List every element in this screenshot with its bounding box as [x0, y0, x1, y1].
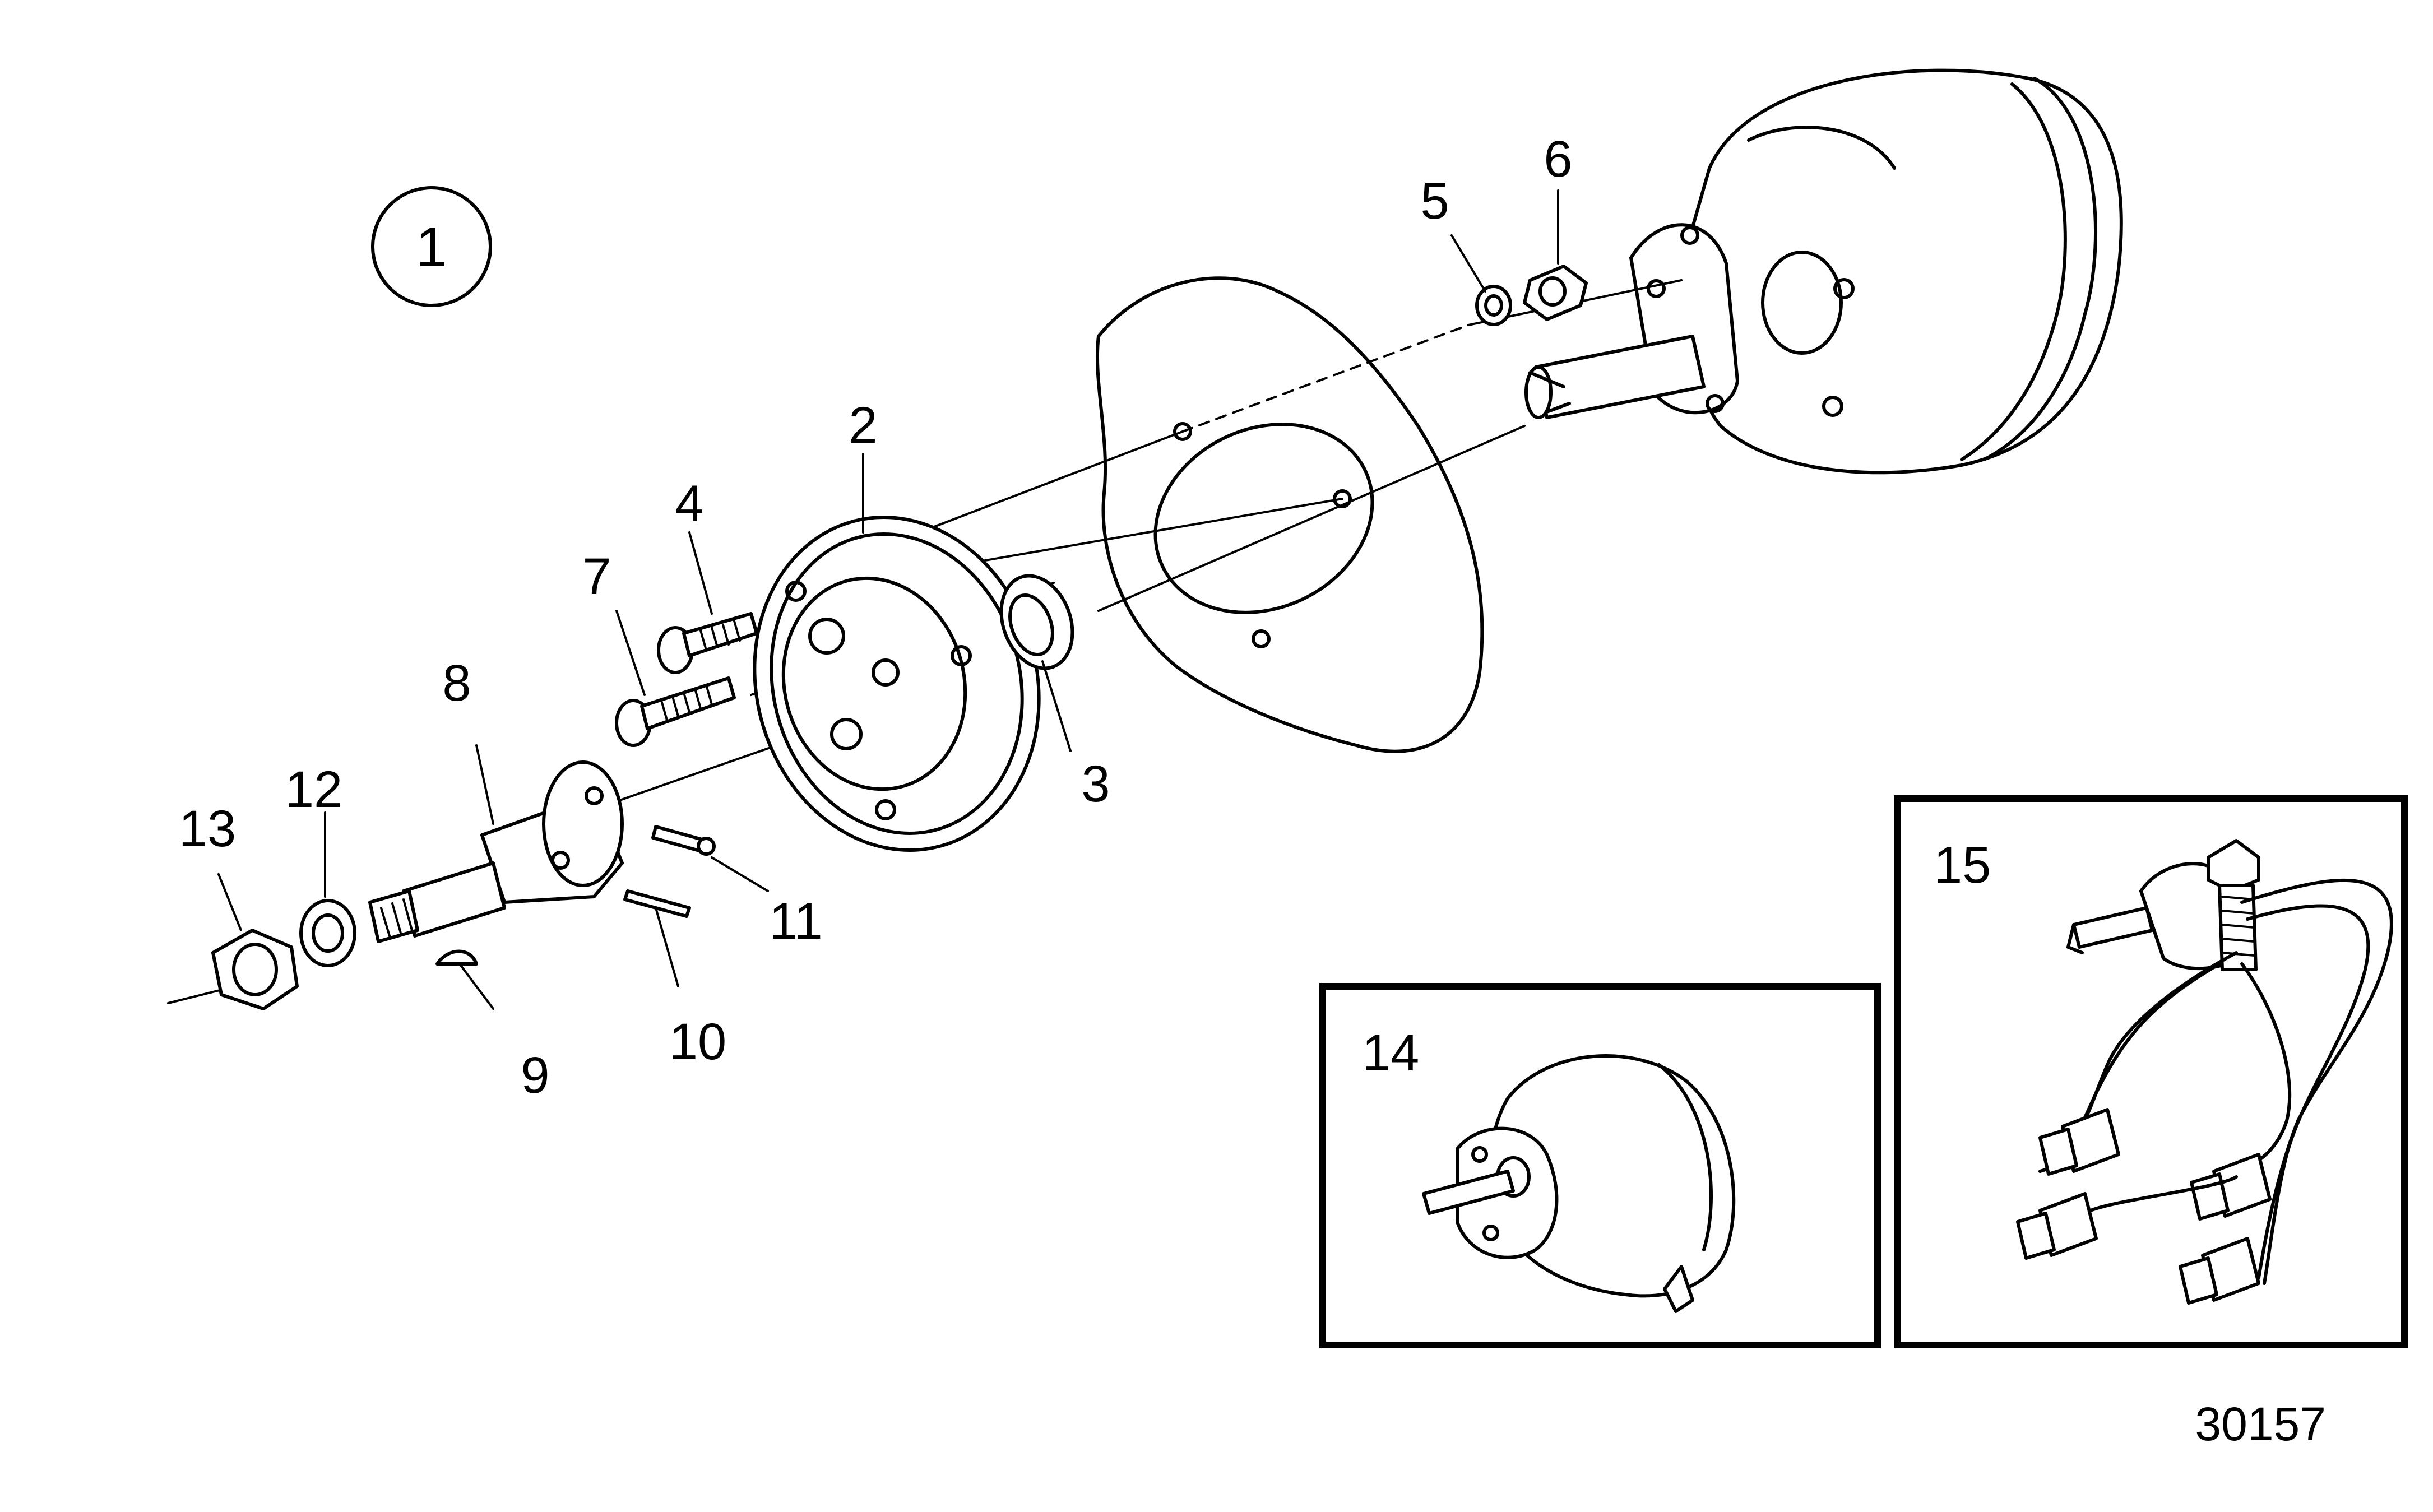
callout-numbers: 2 3 4 5 6 7 8 9 10 11 12 13	[179, 131, 1573, 1104]
callout-2: 2	[849, 397, 877, 454]
part-11-screw	[651, 825, 716, 856]
callout-8: 8	[442, 655, 471, 712]
mounting-plate	[1096, 276, 1484, 753]
callout-leaders	[217, 189, 1559, 1010]
callout-3: 3	[1081, 755, 1110, 813]
connector-2	[2190, 1153, 2272, 1221]
part-8-hub	[368, 760, 624, 943]
callout-4: 4	[675, 475, 703, 532]
inset-15: 15	[1894, 795, 2408, 1348]
callout-5: 5	[1420, 173, 1449, 230]
connector-1	[2038, 1108, 2120, 1176]
connector-4	[2179, 1237, 2260, 1305]
part-7-screw	[615, 676, 736, 747]
inset-15-label: 15	[1934, 837, 1991, 894]
part-6-nut	[1523, 265, 1588, 321]
motor-housing	[1524, 68, 2123, 475]
callout-6: 6	[1544, 131, 1572, 188]
callout-13: 13	[179, 800, 236, 857]
connector-3	[2016, 1192, 2098, 1260]
part-12-washer	[299, 899, 356, 967]
group-number-badge: 1	[371, 186, 492, 307]
callout-7: 7	[582, 548, 611, 605]
group-number: 1	[416, 216, 447, 279]
figure-number: 30157	[2195, 1398, 2326, 1450]
part-5-washer	[1475, 285, 1512, 326]
callout-11: 11	[769, 893, 823, 950]
part-13-nut	[211, 929, 299, 1010]
part-10-pin	[623, 889, 691, 918]
callout-9: 9	[521, 1047, 549, 1104]
part-9-key	[435, 949, 478, 966]
part-3-seal	[999, 574, 1074, 670]
part-2-flange	[753, 516, 1041, 852]
part-4-screw	[657, 612, 758, 674]
callout-10: 10	[669, 1013, 726, 1070]
inset-14: 14	[1319, 983, 1881, 1348]
callout-12: 12	[285, 761, 342, 818]
inset-14-label: 14	[1362, 1024, 1419, 1082]
